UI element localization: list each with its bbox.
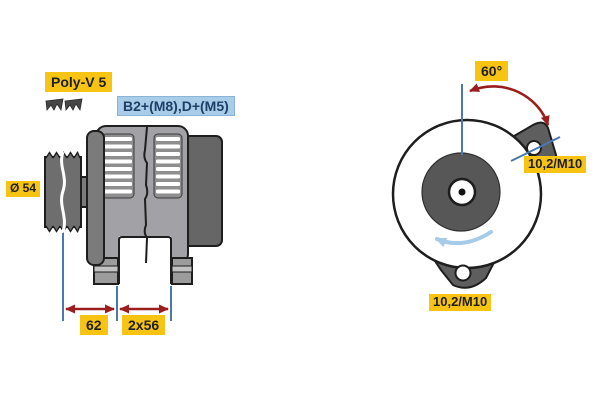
alternator-side-view — [44, 98, 223, 321]
shaft-center — [458, 188, 466, 196]
dimension-62-label: 62 — [80, 315, 108, 336]
vent-slots-rear — [153, 133, 183, 199]
upper-mount-size-label: 10,2/M10 — [524, 156, 587, 173]
lower-mount-hole — [454, 264, 472, 282]
pulley-diameter-label: Ø 54 — [6, 181, 41, 197]
angle-60-label: 60° — [475, 61, 509, 82]
alternator-front-view — [391, 83, 561, 289]
belt-profile-icon — [45, 98, 64, 112]
lower-mount-size-label: 10,2/M10 — [429, 294, 492, 311]
front-bracket — [86, 130, 105, 266]
rotation-arrow-icon — [435, 230, 493, 248]
angle-arrow-icon — [469, 83, 550, 126]
foot-band — [171, 265, 193, 273]
belt-profile-icon — [64, 98, 83, 112]
lug-reference-line — [510, 136, 561, 162]
housing-parting-line — [143, 126, 149, 264]
mount-cutout-outline — [118, 236, 172, 284]
pulley-break-line — [60, 151, 66, 233]
belt-type-label: Poly-V 5 — [45, 72, 113, 93]
mounting-foot-front — [93, 257, 119, 285]
mount-cutout — [119, 236, 171, 286]
foot-band — [93, 265, 119, 273]
terminals-label: B2+(M8),D+(M5) — [117, 96, 235, 116]
dimension-2x56-label: 2x56 — [122, 315, 166, 336]
vent-slots-front — [101, 133, 135, 199]
pulley — [44, 151, 82, 233]
mounting-foot-rear — [171, 257, 193, 285]
